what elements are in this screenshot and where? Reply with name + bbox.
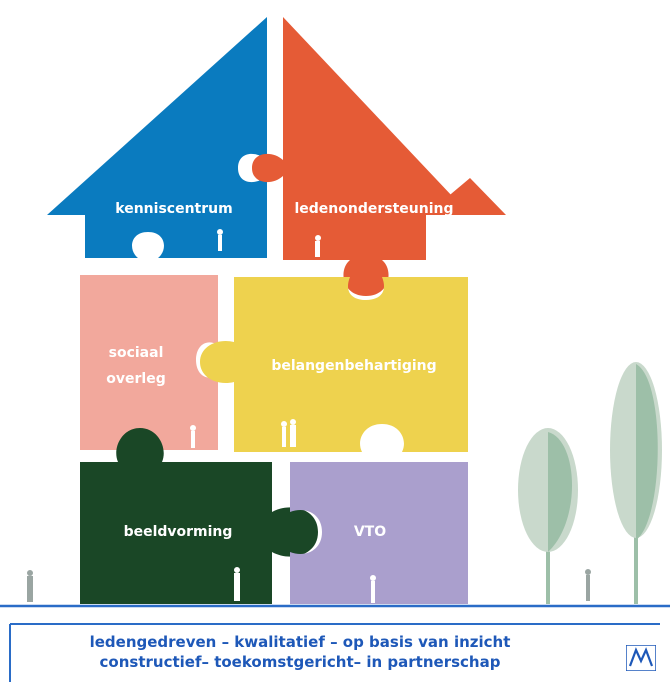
tree-trunk [546,520,550,604]
kenniscentrum-piece [47,17,267,258]
footer-box [9,623,660,682]
belangenbehartiging-piece [200,277,468,452]
beeldvorming-label: beeldvorming [124,524,233,540]
person-icon [190,425,196,448]
person-icon [290,419,296,447]
person-icon [217,229,223,251]
belangenbehartiging-label: belangenbehartiging [271,358,436,374]
vto-piece [290,462,468,604]
trees [518,362,662,604]
ledenondersteuning-label: ledenondersteuning [294,201,453,217]
person-icon [281,421,287,447]
mv-logo: MV [626,645,656,671]
sociaal-label-line1: sociaal [109,345,164,361]
ledenondersteuning-piece [252,17,470,296]
tree-trunk [634,500,638,604]
bystanders [27,569,591,602]
person-icon [370,575,376,603]
person-icon [441,231,447,255]
beeldvorming-piece [80,428,318,604]
footer-line-2: constructief– toekomstgericht– in partne… [99,653,501,671]
sociaal-label-line2: overleg [106,371,165,387]
people-figures [190,229,447,603]
kenniscentrum-label: kenniscentrum [115,201,232,217]
person-icon [27,570,33,602]
person-icon [585,569,591,601]
person-icon [315,235,321,257]
sociaal-overleg-piece [80,275,218,450]
footer-line-1: ledengedreven – kwalitatief – op basis v… [89,633,511,651]
vto-label: VTO [354,524,386,540]
person-icon [234,567,240,601]
